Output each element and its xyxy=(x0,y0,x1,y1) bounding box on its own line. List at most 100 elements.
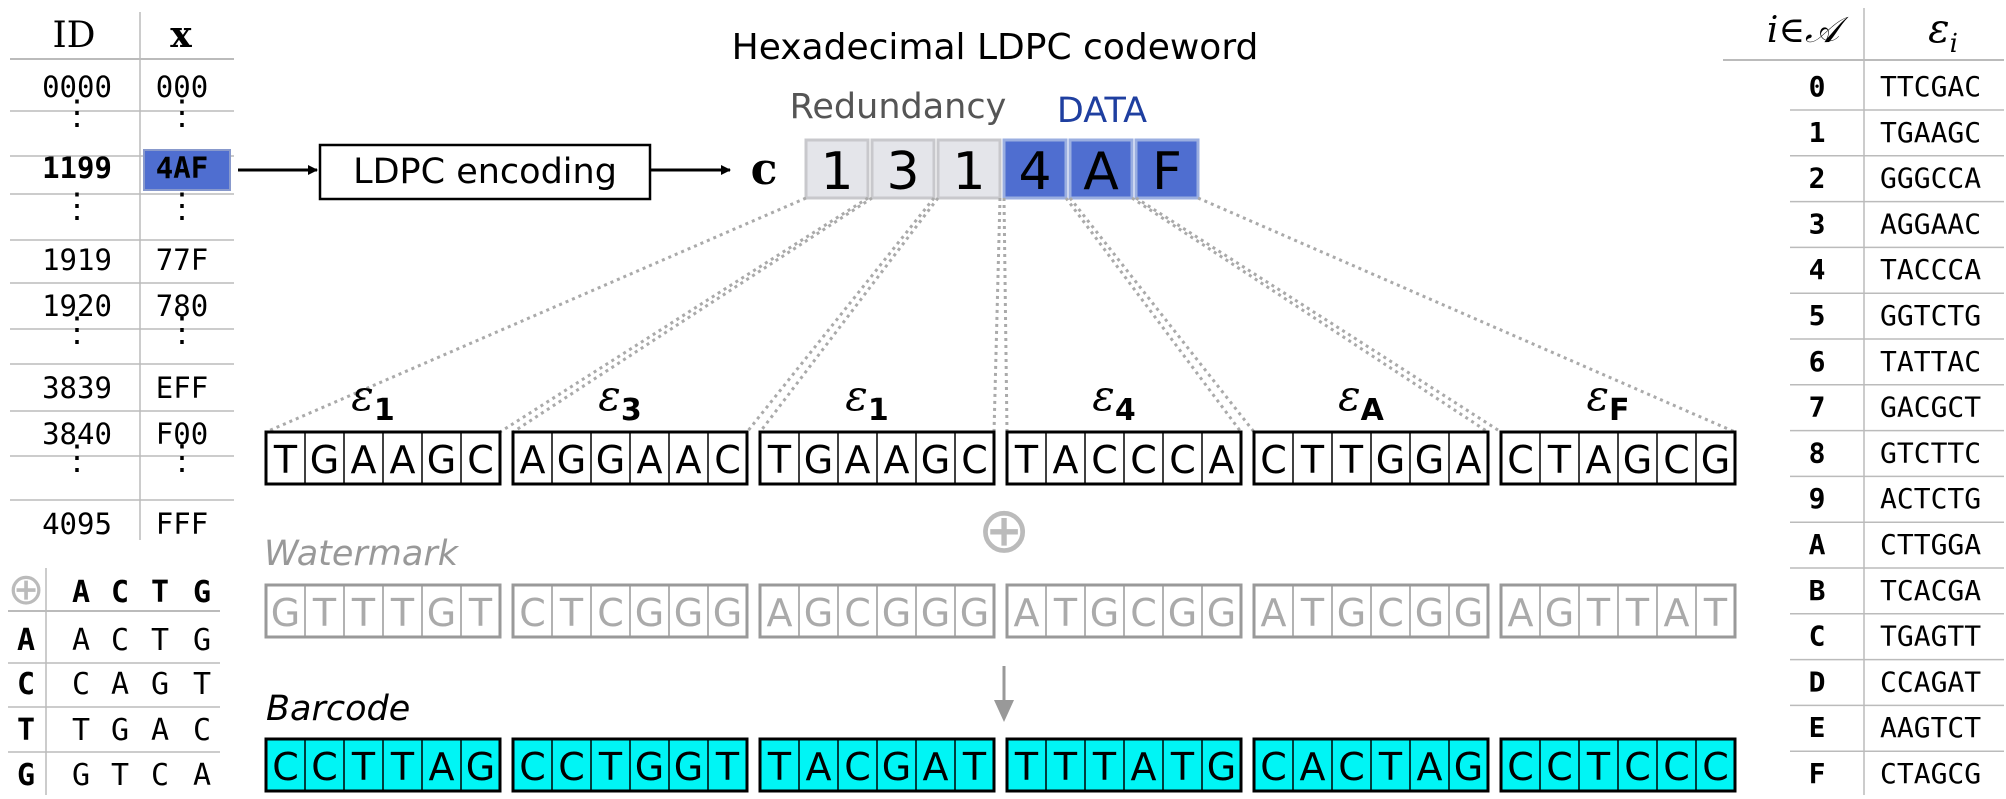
nucleotide: T xyxy=(1300,591,1325,635)
dotted-connector xyxy=(1135,196,1502,434)
epsilon-subscript: F xyxy=(1609,393,1630,428)
alphabet-index: D xyxy=(1809,665,1826,698)
id-cell: 1920 xyxy=(42,289,112,323)
epsilon-subscript: 1 xyxy=(868,393,889,428)
nucleotide: G xyxy=(882,745,911,789)
nucleotide: A xyxy=(520,438,546,482)
data-symbol: 4 xyxy=(1018,142,1051,202)
nucleotide: G xyxy=(271,591,300,635)
nucleotide: G xyxy=(1545,591,1574,635)
nucleotide: G xyxy=(310,438,339,482)
id-cell: 1199 xyxy=(42,151,112,185)
alphabet-index: 3 xyxy=(1809,207,1826,240)
nucleotide: T xyxy=(1300,438,1325,482)
nucleotide: C xyxy=(558,745,585,789)
xor-cell: G xyxy=(151,667,169,702)
xor-cell: A xyxy=(193,758,211,793)
nucleotide: A xyxy=(923,745,949,789)
x-cell: F00 xyxy=(156,417,208,451)
nucleotide: G xyxy=(466,745,495,789)
nucleotide: G xyxy=(674,591,703,635)
xor-col-header: C xyxy=(111,575,129,610)
id-header: ID xyxy=(52,15,95,56)
nucleotide: T xyxy=(351,745,376,789)
nucleotide: G xyxy=(596,438,625,482)
alphabet-index: 9 xyxy=(1809,482,1826,515)
nucleotide: A xyxy=(845,438,871,482)
data-symbol-box xyxy=(1068,138,1134,200)
codeword-symbol-c: c xyxy=(751,144,778,195)
nucleotide: G xyxy=(804,438,833,482)
data-label: DATA xyxy=(1057,91,1147,131)
nucleotide: A xyxy=(351,438,377,482)
epsilon-label: ε1 xyxy=(351,371,394,428)
data-symbol-box xyxy=(1134,138,1200,200)
epsilon-subscript: 1 xyxy=(374,393,395,428)
nucleotide: C xyxy=(961,438,988,482)
nucleotide: G xyxy=(1623,438,1652,482)
alphabet-word: GGTCTG xyxy=(1880,299,1981,332)
nucleotide: T xyxy=(1625,591,1650,635)
ldpc-encoding-box xyxy=(318,143,652,201)
nucleotide: A xyxy=(1209,438,1235,482)
nucleotide: A xyxy=(1664,591,1690,635)
alphabet-word: ACTCTG xyxy=(1880,482,1981,515)
epsilon-symbol: ε xyxy=(845,371,868,420)
nucleotide: G xyxy=(1415,591,1444,635)
nucleotide: A xyxy=(1131,745,1157,789)
alphabet-index: 4 xyxy=(1809,253,1826,286)
xor-cell: A xyxy=(72,623,90,658)
nucleotide: A xyxy=(1014,591,1040,635)
nucleotide: A xyxy=(1053,438,1079,482)
alphabet-word: GACGCT xyxy=(1880,391,1981,424)
epsilon-symbol: ε xyxy=(1092,371,1115,420)
nucleotide: T xyxy=(598,745,623,789)
id-cell: ⋮ xyxy=(60,310,94,350)
nucleotide: G xyxy=(921,438,950,482)
nucleotide: T xyxy=(1547,438,1572,482)
x-cell: 77F xyxy=(156,243,208,277)
alphabet-index: 5 xyxy=(1809,299,1826,332)
xor-cell: A xyxy=(151,713,169,748)
nucleotide: G xyxy=(882,591,911,635)
xor-cell: C xyxy=(72,667,90,702)
epsilon-symbol: ε xyxy=(1586,371,1609,420)
dotted-connector xyxy=(745,197,936,433)
epsilon-symbol: ε xyxy=(598,371,621,420)
nucleotide: C xyxy=(1663,438,1690,482)
xor-cell: G xyxy=(111,713,129,748)
barcode-label: Barcode xyxy=(266,689,410,729)
nucleotide: C xyxy=(844,591,871,635)
alphabet-index: 1 xyxy=(1809,116,1826,149)
nucleotide: G xyxy=(1454,745,1483,789)
nucleotide: G xyxy=(713,591,742,635)
alphabet-index: 6 xyxy=(1809,345,1826,378)
xor-col-header: A xyxy=(72,575,90,610)
alphabet-word: TACCCA xyxy=(1880,253,1981,286)
id-cell: 3840 xyxy=(42,417,112,451)
xor-cell: C xyxy=(193,713,211,748)
redundancy-symbol-box xyxy=(870,138,936,200)
nucleotide: C xyxy=(519,591,546,635)
nucleotide: T xyxy=(715,745,740,789)
alphabet-word: CTTGGA xyxy=(1880,528,1981,561)
alphabet-word: TGAAGC xyxy=(1880,116,1981,149)
alphabet-word: GTCTTC xyxy=(1880,436,1981,469)
xor-col-header: T xyxy=(151,575,169,610)
data-symbol-box xyxy=(1002,138,1068,200)
x-cell: ⋮ xyxy=(165,438,199,478)
epsilon-label: ε4 xyxy=(1092,371,1135,428)
nucleotide: T xyxy=(1092,745,1117,789)
nucleotide: T xyxy=(351,591,376,635)
nucleotide: A xyxy=(390,438,416,482)
xor-cell: C xyxy=(111,623,129,658)
